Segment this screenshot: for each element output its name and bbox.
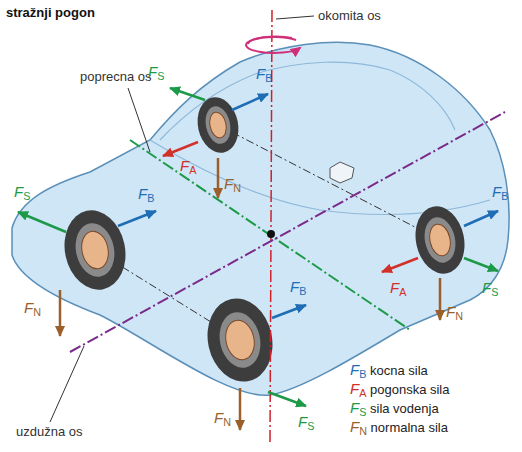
transverse-axis bbox=[130, 140, 410, 330]
force-symbol: FN bbox=[224, 176, 241, 193]
axis-label: uzdužna os bbox=[16, 425, 83, 439]
legend-entry: FS sila vodenja bbox=[350, 400, 439, 417]
longitudinal-axis bbox=[70, 112, 505, 352]
legend-entry: FA pogonska sila bbox=[350, 381, 450, 398]
leader-lines bbox=[50, 16, 314, 422]
force-symbol: FN bbox=[214, 410, 231, 427]
force-symbol: FA bbox=[180, 158, 196, 175]
axis-label: okomita os bbox=[318, 9, 381, 23]
rotation-arrow bbox=[246, 37, 300, 53]
force-symbol: FS bbox=[14, 184, 30, 201]
legend-entry: FN normalna sila bbox=[350, 419, 448, 436]
force-symbol: FN bbox=[24, 300, 41, 317]
legend-swatch: FN bbox=[350, 418, 367, 435]
legend-swatch: FS bbox=[350, 399, 366, 416]
axle-lines bbox=[95, 125, 440, 340]
legend-swatch: FB bbox=[350, 361, 366, 378]
legend-swatch: FA bbox=[350, 380, 366, 397]
axis-label: poprecna os bbox=[80, 70, 152, 84]
force-symbol: FA bbox=[390, 280, 406, 297]
force-symbol: FB bbox=[138, 186, 154, 203]
legend-entry: FB kocna sila bbox=[350, 362, 428, 379]
car-hood-line bbox=[150, 140, 490, 214]
force-symbol: FS bbox=[148, 64, 164, 81]
differential bbox=[330, 162, 354, 183]
force-symbol: FB bbox=[256, 66, 272, 83]
force-symbol: FB bbox=[290, 279, 306, 296]
force-arrows bbox=[18, 88, 498, 430]
diagram-title: stražnji pogon bbox=[6, 6, 95, 20]
car-body bbox=[12, 42, 509, 395]
force-symbol: FS bbox=[482, 280, 498, 297]
force-symbol: FN bbox=[446, 304, 463, 321]
wheels bbox=[57, 93, 470, 387]
center-point bbox=[267, 230, 275, 238]
force-symbol: FB bbox=[492, 184, 508, 201]
force-symbol: FS bbox=[298, 414, 314, 431]
